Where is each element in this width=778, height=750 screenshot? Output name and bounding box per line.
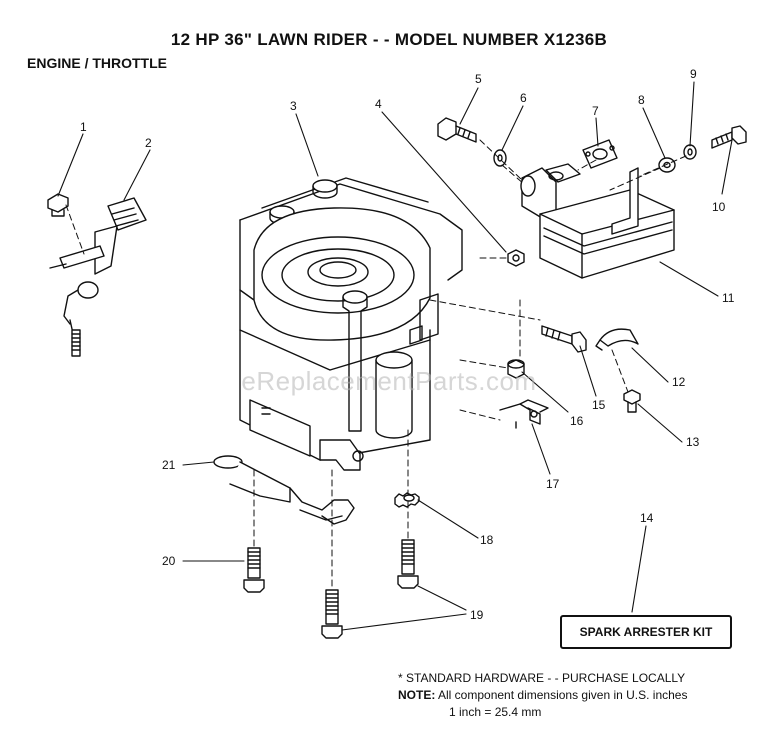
part-1-screw[interactable] bbox=[47, 193, 69, 217]
part-19-bolts[interactable] bbox=[321, 539, 419, 639]
callout-18: 18 bbox=[480, 533, 494, 547]
callout-19: 19 bbox=[470, 608, 484, 622]
standard-hardware-note: * STANDARD HARDWARE - - PURCHASE LOCALLY bbox=[398, 671, 686, 685]
part-7-gasket[interactable] bbox=[582, 139, 618, 169]
callout-9: 9 bbox=[690, 67, 697, 81]
alignment-lines bbox=[65, 139, 687, 591]
part-13-screw[interactable] bbox=[623, 389, 641, 413]
leader-lines bbox=[57, 81, 733, 631]
callout-numbers: 1 2 3 4 5 6 7 8 9 10 11 12 13 14 15 16 1… bbox=[80, 67, 735, 622]
notes-block: * STANDARD HARDWARE - - PURCHASE LOCALLY… bbox=[398, 670, 687, 721]
part-10-bolt[interactable] bbox=[711, 125, 747, 149]
callout-17: 17 bbox=[546, 477, 560, 491]
part-2-throttle-bracket[interactable] bbox=[49, 197, 147, 357]
part-5-bolt[interactable] bbox=[437, 117, 477, 143]
callout-4: 4 bbox=[375, 97, 382, 111]
note-text: All component dimensions given in U.S. i… bbox=[438, 688, 688, 702]
part-9-lock-washer[interactable] bbox=[683, 144, 697, 160]
callout-16: 16 bbox=[570, 414, 584, 428]
dimension-note: NOTE: All component dimensions given in … bbox=[398, 687, 687, 704]
part-11-muffler[interactable] bbox=[520, 163, 675, 279]
spark-arrester-kit-box[interactable]: SPARK ARRESTER KIT bbox=[560, 615, 732, 649]
part-4-nut[interactable] bbox=[507, 249, 525, 267]
note-label: NOTE: bbox=[398, 688, 436, 702]
callout-20: 20 bbox=[162, 554, 176, 568]
section-subtitle: ENGINE / THROTTLE bbox=[27, 55, 167, 71]
part-20-bolt[interactable] bbox=[243, 547, 265, 593]
callout-10: 10 bbox=[712, 200, 726, 214]
callout-21: 21 bbox=[162, 458, 176, 472]
callout-12: 12 bbox=[672, 375, 686, 389]
callout-15: 15 bbox=[592, 398, 606, 412]
callout-3: 3 bbox=[290, 99, 297, 113]
callout-14: 14 bbox=[640, 511, 654, 525]
watermark: eReplacementParts.com bbox=[241, 366, 537, 396]
callout-5: 5 bbox=[475, 72, 482, 86]
callout-1: 1 bbox=[80, 120, 87, 134]
callout-7: 7 bbox=[592, 104, 599, 118]
callout-13: 13 bbox=[686, 435, 700, 449]
callout-8: 8 bbox=[638, 93, 645, 107]
callout-6: 6 bbox=[520, 91, 527, 105]
part-17-bracket[interactable] bbox=[499, 399, 549, 429]
callout-11: 11 bbox=[722, 291, 735, 305]
part-18-star-washer[interactable] bbox=[394, 492, 420, 508]
conversion-note: 1 inch = 25.4 mm bbox=[449, 705, 542, 719]
part-3-engine[interactable] bbox=[239, 177, 463, 471]
kit-label: SPARK ARRESTER KIT bbox=[579, 625, 713, 639]
part-12-clamp[interactable] bbox=[595, 328, 639, 351]
part-21-brace[interactable] bbox=[213, 455, 355, 525]
part-8-washer[interactable] bbox=[658, 157, 676, 173]
page-title: 12 HP 36" LAWN RIDER - - MODEL NUMBER X1… bbox=[170, 30, 608, 49]
callout-2: 2 bbox=[145, 136, 152, 150]
part-15-spark-arrester[interactable] bbox=[541, 325, 587, 353]
